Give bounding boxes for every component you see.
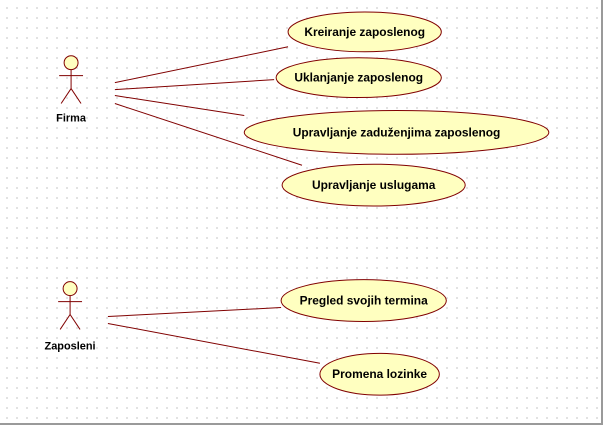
actor-leg-right: [70, 88, 82, 104]
use-case-label: Upravljanje zaduženjima zaposlenog: [293, 125, 501, 139]
associations-firma: [114, 46, 303, 166]
use-case-label: Uklanjanje zaposlenog: [294, 71, 423, 85]
actor-head: [62, 281, 78, 297]
association-line: [114, 103, 303, 166]
use-case-ellipse: [275, 57, 442, 99]
use-case-uklanjanje-zaposlenog[interactable]: Uklanjanje zaposlenog: [275, 57, 442, 99]
associations-zaposleni: [107, 307, 321, 364]
use-case-upravljanje-zaduzenjima[interactable]: Upravljanje zaduženjima zaposlenog: [243, 109, 550, 155]
use-case-ellipse: [287, 11, 442, 53]
actor-leg-left: [60, 88, 72, 104]
actor-firma[interactable]: Firma: [56, 55, 87, 125]
use-case-label: Pregled svojih termina: [300, 294, 428, 308]
use-case-ellipse: [281, 163, 466, 207]
association-line: [114, 79, 275, 91]
use-case-label: Promena lozinke: [332, 367, 427, 381]
actor-label: Zaposleni: [45, 340, 96, 352]
use-case-upravljanje-uslugama[interactable]: Upravljanje uslugama: [281, 163, 466, 207]
association-line: [107, 307, 282, 318]
actor-label: Firma: [56, 112, 87, 124]
use-case-label: Kreiranje zaposlenog: [304, 25, 425, 39]
use-case-label: Upravljanje uslugama: [312, 178, 436, 192]
use-case-ellipse: [280, 279, 447, 322]
association-line: [114, 46, 289, 84]
use-case-ellipse: [319, 352, 440, 396]
association-line: [114, 95, 245, 116]
association-line: [107, 322, 321, 364]
use-case-promena-lozinke[interactable]: Promena lozinke: [319, 352, 440, 396]
use-case-pregled-svojih-termina[interactable]: Pregled svojih termina: [280, 279, 447, 322]
use-case-ellipse: [243, 109, 550, 155]
actor-zaposleni[interactable]: Zaposleni: [45, 281, 96, 353]
actor-leg-right: [69, 314, 81, 330]
use-case-kreiranje-zaposlenog[interactable]: Kreiranje zaposlenog: [287, 11, 442, 53]
actor-head: [63, 55, 79, 71]
actor-leg-left: [59, 314, 71, 330]
